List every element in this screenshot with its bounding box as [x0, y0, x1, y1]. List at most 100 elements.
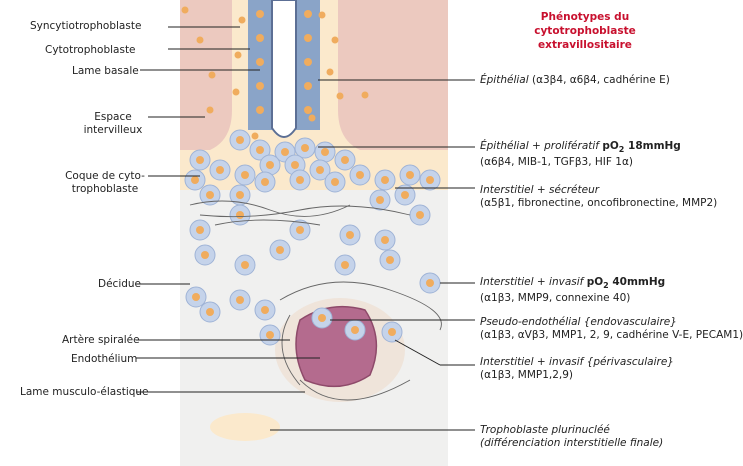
nucleus — [234, 51, 242, 59]
phenotype-pseudo-endothelial: Pseudo-endothélial {endovasculaire} (α1β… — [480, 316, 743, 341]
phenotype-proliferative: Épithélial + prolifératif pO2 18mmHg (α6… — [480, 140, 681, 169]
leader-lines — [136, 26, 475, 431]
nucleus — [376, 196, 384, 204]
nucleus — [386, 256, 394, 264]
fiber — [199, 205, 411, 218]
villus-left — [180, 0, 232, 150]
nucleus — [261, 178, 269, 186]
nucleus — [341, 261, 349, 269]
title-line-2: extravillositaire — [538, 39, 632, 51]
nucleus — [381, 236, 389, 244]
nucleus — [281, 148, 289, 156]
fiber — [281, 314, 301, 386]
nucleus — [401, 191, 409, 199]
nucleus — [196, 226, 204, 234]
nucleus — [236, 191, 244, 199]
nucleus — [336, 92, 344, 100]
nucleus — [256, 10, 264, 18]
nucleus — [318, 11, 326, 19]
nucleus — [406, 171, 414, 179]
nucleus — [192, 293, 200, 301]
nucleus — [304, 34, 312, 42]
plurinucleated-trophoblast — [210, 413, 280, 441]
label-spiral-artery: Artère spiralée — [62, 334, 140, 346]
nucleus — [196, 36, 204, 44]
nucleus — [326, 68, 334, 76]
nucleus — [416, 211, 424, 219]
nucleus — [241, 171, 249, 179]
title-line-1: Phénotypes du cytotrophoblaste — [534, 11, 636, 37]
nucleus — [381, 176, 389, 184]
label-cyto-shell: Coque de cyto-trophoblaste — [65, 170, 145, 195]
nucleus — [206, 191, 214, 199]
nucleus — [266, 161, 274, 169]
fibronectin-fibers — [189, 200, 442, 401]
label-endothelium: Endothélium — [71, 353, 138, 365]
nucleus — [301, 144, 309, 152]
label-decidua: Décidue — [98, 278, 142, 290]
nucleus — [266, 331, 274, 339]
nucleus — [191, 176, 199, 184]
nucleus — [256, 82, 264, 90]
nucleus — [331, 36, 339, 44]
trophoblast-cells — [181, 6, 441, 436]
nucleus — [331, 178, 339, 186]
nucleus — [296, 176, 304, 184]
nucleus — [341, 156, 349, 164]
nucleus — [241, 261, 249, 269]
label-cytotrophoblast: Cytotrophoblaste — [45, 44, 136, 56]
nucleus — [304, 58, 312, 66]
nucleus — [276, 246, 284, 254]
nucleus — [304, 106, 312, 114]
fiber — [299, 379, 411, 401]
phenotype-epithelial: Épithélial (α3β4, α6β4, cadhérine E) — [480, 74, 670, 86]
villus-right — [338, 0, 448, 150]
fiber — [279, 281, 442, 331]
nucleus — [361, 91, 369, 99]
nucleus — [196, 156, 204, 164]
phenotype-invasive: Interstitiel + invasif pO2 40mmHg (α1β3,… — [480, 276, 666, 305]
nucleus — [261, 306, 269, 314]
nucleus — [426, 176, 434, 184]
nucleus — [201, 251, 209, 259]
nucleus — [208, 71, 216, 79]
nucleus — [321, 148, 329, 156]
nucleus — [232, 88, 240, 96]
basal-lamina — [271, 0, 297, 138]
nucleus — [346, 231, 354, 239]
nucleus — [236, 211, 244, 219]
nucleus — [356, 171, 364, 179]
nucleus — [256, 34, 264, 42]
nucleus — [308, 114, 316, 122]
fiber — [214, 219, 321, 226]
nucleus — [316, 166, 324, 174]
nucleus — [351, 326, 359, 334]
nucleus — [236, 296, 244, 304]
phenotype-secretory: Interstitiel + sécréteur (α5β1, fibronec… — [480, 184, 718, 209]
column-cells — [256, 10, 312, 114]
label-basal-lamina: Lame basale — [72, 65, 139, 77]
spiral-artery — [275, 298, 405, 402]
nucleus — [388, 328, 396, 336]
nucleus — [304, 82, 312, 90]
label-syncytiotrophoblast: Syncytiotrophoblaste — [30, 20, 142, 32]
label-musculo-elastic-lamina: Lame musculo-élastique — [20, 386, 149, 398]
leader-line — [394, 339, 441, 366]
phenotype-plurinucleated: Trophoblaste plurinucléé (différenciatio… — [480, 424, 664, 449]
fiber — [189, 200, 351, 217]
nucleus — [206, 308, 214, 316]
nucleus — [256, 146, 264, 154]
nucleus — [256, 106, 264, 114]
nucleus — [256, 58, 264, 66]
nucleus — [238, 16, 246, 24]
nucleus — [206, 106, 214, 114]
nucleus — [251, 132, 259, 140]
nucleus — [291, 161, 299, 169]
nucleus — [296, 226, 304, 234]
nucleus — [236, 136, 244, 144]
phenotype-perivascular: Interstitiel + invasif {périvasculaire} … — [480, 356, 674, 381]
nucleus — [216, 166, 224, 174]
nucleus — [181, 6, 189, 14]
